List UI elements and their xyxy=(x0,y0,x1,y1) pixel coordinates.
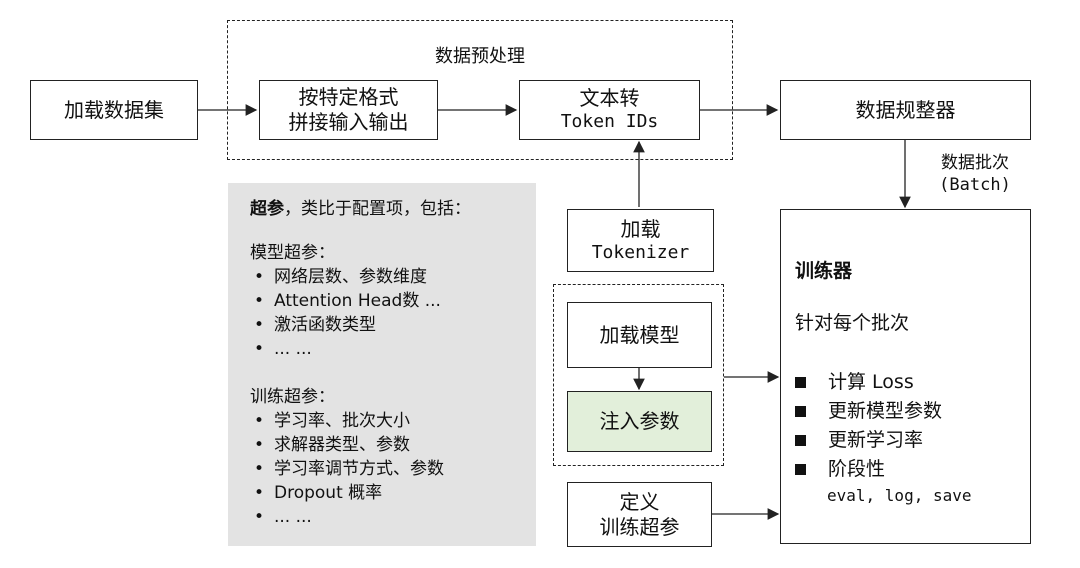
hyperparams-panel: 超参，类比于配置项，包括： 模型超参： 网络层数、参数维度 Attention … xyxy=(228,183,536,546)
load-dataset-box: 加载数据集 xyxy=(30,80,198,140)
load-model-label: 加载模型 xyxy=(599,322,680,347)
list-item: 学习率、批次大小 xyxy=(250,409,514,433)
list-item: ... ... xyxy=(250,337,514,361)
trainer-step-label: 更新模型参数 xyxy=(828,400,943,422)
define-hp-line1: 定义 xyxy=(619,489,660,514)
square-bullet-icon xyxy=(795,435,806,446)
preprocess-group xyxy=(227,20,733,160)
list-item: 阶段性 xyxy=(795,455,942,484)
batch-label-line1: 数据批次 xyxy=(941,153,1009,173)
list-item: 求解器类型、参数 xyxy=(250,433,514,457)
load-tokenizer-box: 加载 Tokenizer xyxy=(567,209,714,272)
model-hp-title: 模型超参： xyxy=(250,243,335,263)
hyperparams-intro-bold: 超参 xyxy=(250,199,284,219)
trainer-title: 训练器 xyxy=(795,260,853,282)
concat-label-line2: 拼接输入输出 xyxy=(288,110,409,134)
load-model-box: 加载模型 xyxy=(567,302,712,368)
batch-label-line2: (Batch) xyxy=(939,175,1011,195)
concat-box: 按特定格式 拼接输入输出 xyxy=(259,80,438,140)
list-item: Attention Head数 ... xyxy=(250,289,514,313)
trainer-stage-detail: eval, log, save xyxy=(827,486,972,505)
trainer-subtitle: 针对每个批次 xyxy=(795,312,910,334)
normalizer-label: 数据规整器 xyxy=(855,97,956,122)
define-hp-line2: 训练超参 xyxy=(599,514,680,539)
hyperparams-intro-rest: ，类比于配置项，包括： xyxy=(284,199,471,219)
tokenize-label-line2: Token IDs xyxy=(560,111,659,133)
train-hp-title: 训练超参： xyxy=(250,387,335,407)
list-item: 更新学习率 xyxy=(795,426,942,455)
preprocess-group-label: 数据预处理 xyxy=(435,46,525,67)
normalizer-box: 数据规整器 xyxy=(780,80,1031,140)
square-bullet-icon xyxy=(795,464,806,475)
batch-label: 数据批次 (Batch) xyxy=(915,152,1035,196)
list-item: 更新模型参数 xyxy=(795,397,942,426)
load-tokenizer-line2: Tokenizer xyxy=(591,241,690,263)
square-bullet-icon xyxy=(795,377,806,388)
list-item: 学习率调节方式、参数 xyxy=(250,457,514,481)
list-item: 计算 Loss xyxy=(795,368,942,397)
trainer-step-label: 阶段性 xyxy=(828,458,886,480)
trainer-steps: 计算 Loss 更新模型参数 更新学习率 阶段性 xyxy=(795,368,942,484)
tokenize-box: 文本转 Token IDs xyxy=(519,80,700,140)
hyperparams-intro: 超参，类比于配置项，包括： xyxy=(250,197,514,221)
trainer-step-label: 更新学习率 xyxy=(828,429,924,451)
list-item: ... ... xyxy=(250,505,514,529)
inject-params-box: 注入参数 xyxy=(567,391,712,452)
model-hp-list: 网络层数、参数维度 Attention Head数 ... 激活函数类型 ...… xyxy=(250,265,514,361)
list-item: 网络层数、参数维度 xyxy=(250,265,514,289)
list-item: Dropout 概率 xyxy=(250,481,514,505)
define-hp-box: 定义 训练超参 xyxy=(567,482,712,547)
load-dataset-label: 加载数据集 xyxy=(64,97,164,122)
load-tokenizer-line1: 加载 xyxy=(620,216,661,241)
list-item: 激活函数类型 xyxy=(250,313,514,337)
tokenize-label-line1: 文本转 xyxy=(579,86,640,111)
model-group xyxy=(553,284,724,466)
train-hp-list: 学习率、批次大小 求解器类型、参数 学习率调节方式、参数 Dropout 概率 … xyxy=(250,409,514,529)
trainer-box: 训练器 针对每个批次 计算 Loss 更新模型参数 更新学习率 阶段性 eval… xyxy=(780,209,1031,544)
inject-params-label: 注入参数 xyxy=(599,409,680,433)
concat-label-line1: 按特定格式 xyxy=(298,85,399,109)
trainer-step-label: 计算 Loss xyxy=(828,371,914,393)
square-bullet-icon xyxy=(795,406,806,417)
